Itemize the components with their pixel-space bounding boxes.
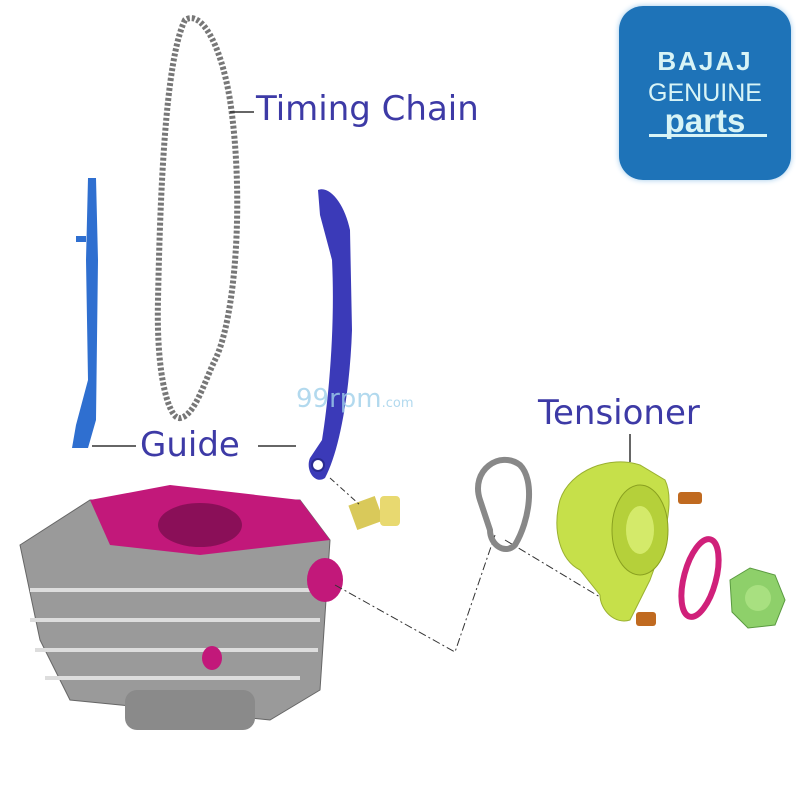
tensioner-bolt	[678, 492, 702, 504]
tensioner-body	[556, 461, 670, 622]
watermark: 99rpm.com	[296, 384, 414, 414]
o-ring	[678, 536, 722, 620]
dash-dot-line	[334, 534, 631, 653]
cylinder-block	[19, 485, 343, 730]
bajaj-genuine-parts-logo: BAJAJ GENUINE parts	[619, 6, 791, 180]
logo-underline	[649, 134, 767, 137]
logo-line2: GENUINE	[648, 79, 762, 107]
guide-left	[72, 178, 98, 448]
label-tensioner: Tensioner	[538, 393, 700, 433]
label-timing-chain: Timing Chain	[256, 89, 479, 129]
label-guide: Guide	[140, 425, 240, 465]
guide-right	[308, 189, 352, 480]
logo-line3: parts	[664, 102, 746, 139]
timing-chain	[154, 15, 241, 421]
tensioner-bolt	[636, 612, 656, 626]
logo-brand: BAJAJ	[657, 46, 753, 76]
guide-bolt	[348, 495, 400, 531]
tensioner-cap	[729, 567, 786, 629]
tensioner-gasket	[475, 457, 533, 552]
